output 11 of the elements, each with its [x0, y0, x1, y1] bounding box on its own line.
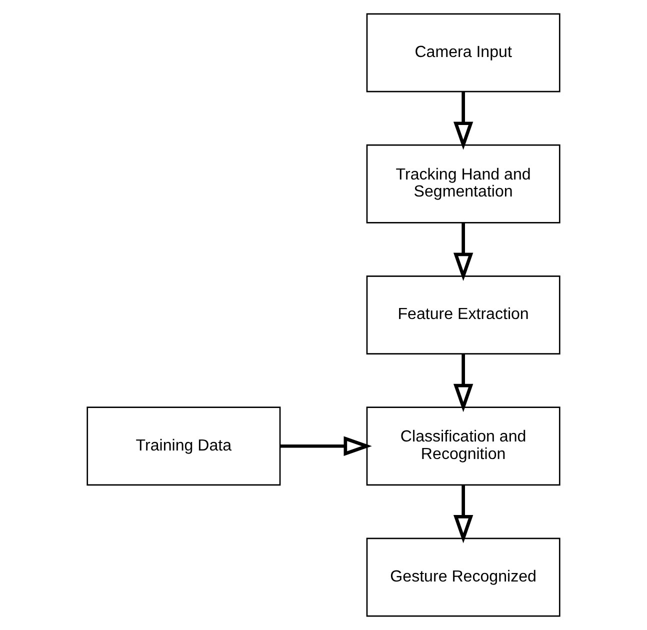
arrow	[453, 484, 474, 544]
arrow	[453, 222, 474, 281]
node-box: Gesture Recognized	[366, 538, 560, 617]
arrow	[280, 436, 372, 456]
arrow	[453, 354, 474, 412]
node-box: Camera Input	[366, 13, 560, 92]
node-box: Training Data	[86, 406, 281, 486]
node-box: Tracking Hand and Segmentation	[366, 144, 560, 224]
node-box: Feature Extraction	[366, 276, 560, 354]
arrow	[453, 92, 474, 150]
node-box: Classification and Recognition	[366, 406, 560, 486]
